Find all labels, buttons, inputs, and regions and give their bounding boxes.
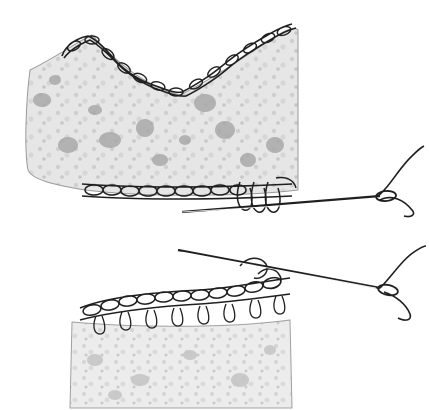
knitted-fabric <box>26 28 298 195</box>
knitting-illustration-top <box>0 0 429 230</box>
bottom-illustration-svg <box>0 230 429 410</box>
thread-top <box>378 146 424 217</box>
thread-bottom <box>380 246 426 320</box>
crochet-chain-row <box>80 258 290 334</box>
knitting-illustration-bottom <box>0 230 429 410</box>
top-illustration-svg <box>0 0 429 230</box>
